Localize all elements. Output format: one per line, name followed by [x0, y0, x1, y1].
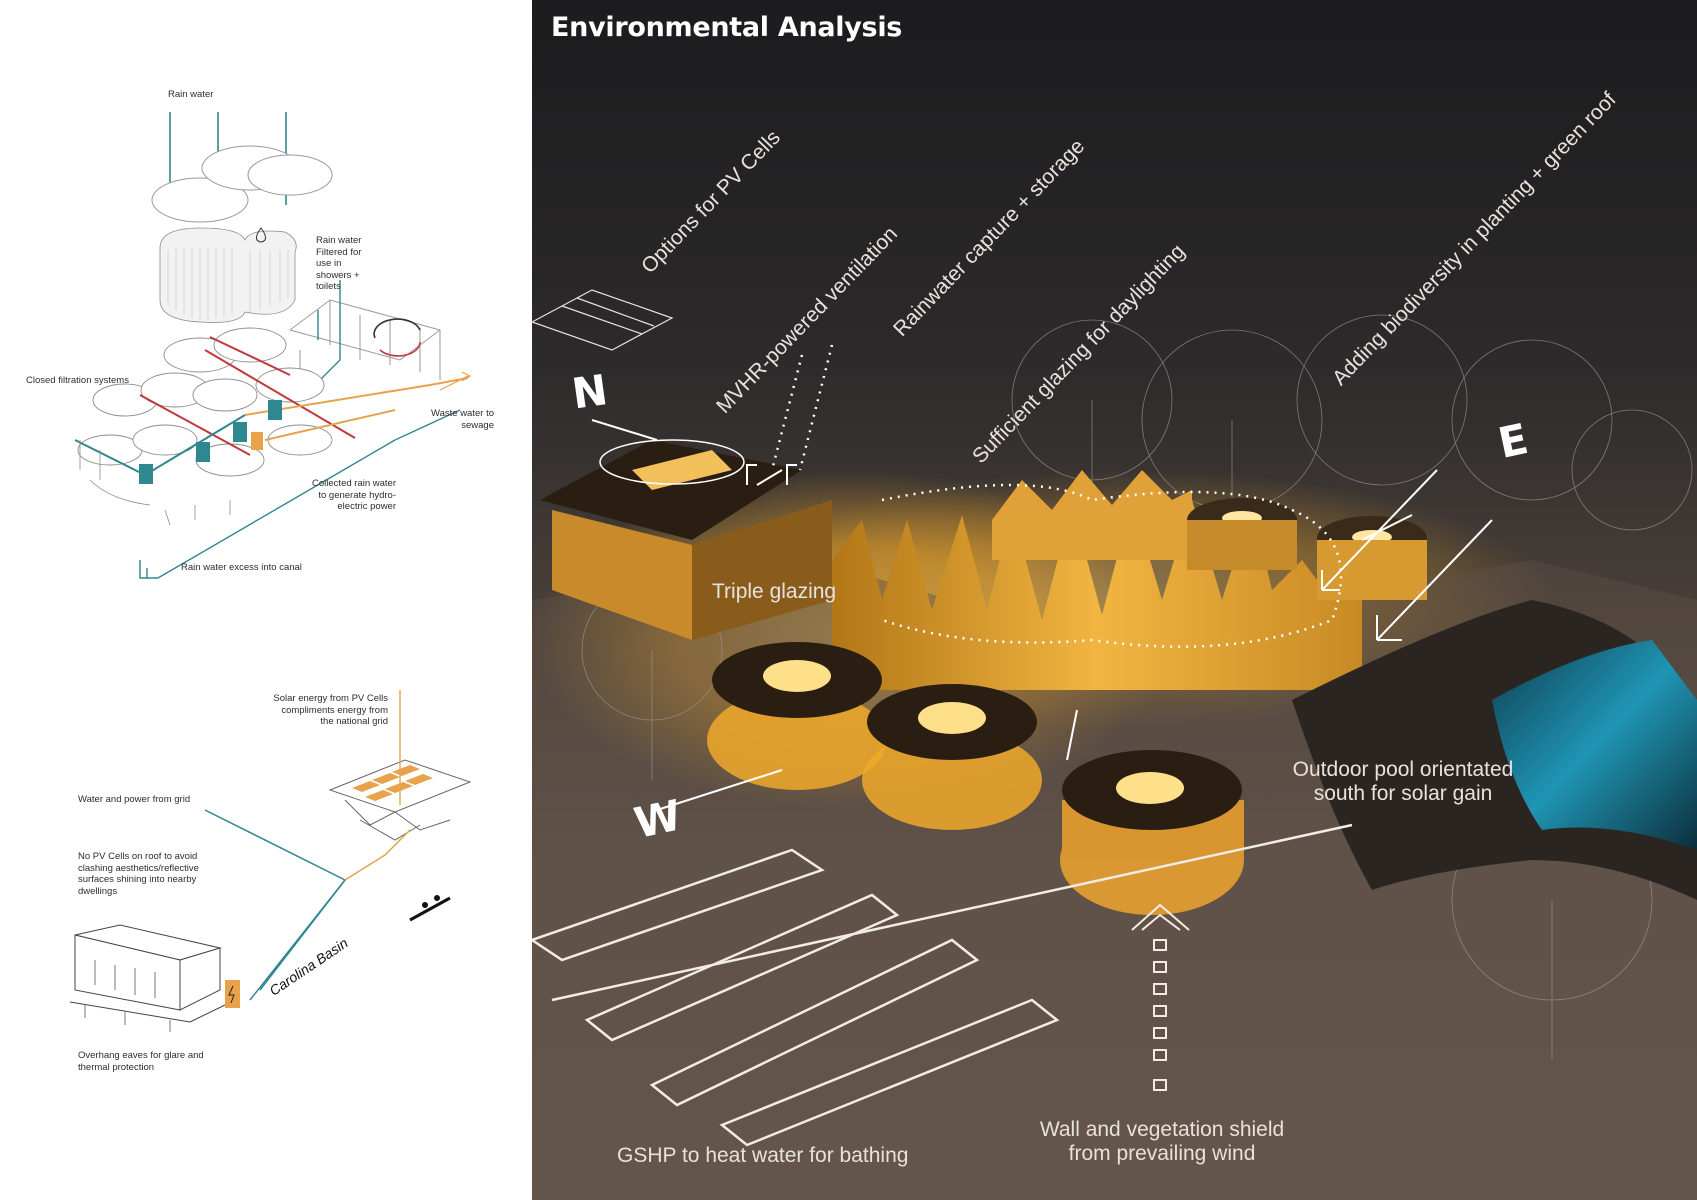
label-no-pv: No PV Cells on roof to avoid clashing ae…	[78, 851, 199, 897]
front-pods	[707, 642, 1244, 915]
building-left	[540, 440, 832, 640]
isometric-water-diagram	[69, 112, 472, 1032]
folded-wall	[832, 470, 1362, 690]
label-water-power-grid: Water and power from grid	[78, 794, 191, 805]
label-rain-water: Rain water	[168, 89, 214, 100]
label-wall-shield: Wall and vegetation shield from prevaili…	[1039, 1118, 1285, 1165]
label-outdoor-pool: Outdoor pool orientated south for solar …	[1292, 758, 1514, 805]
label-overhang: Overhang eaves for glare and thermal pro…	[78, 1050, 204, 1073]
compass-north: N	[569, 365, 611, 419]
pods	[1187, 498, 1427, 600]
gshp-loops	[532, 823, 1353, 1147]
label-rain-filtered: Rain water Filtered for use in showers +…	[316, 235, 362, 292]
label-rain-excess: Rain water excess into canal	[181, 562, 302, 573]
label-collected-rain: Collected rain water to generate hydro- …	[312, 478, 396, 512]
label-solar-energy: Solar energy from PV Cells compliments e…	[273, 693, 388, 727]
drop-boxes	[139, 400, 282, 484]
wind-arrow	[1131, 903, 1190, 1091]
outdoor-pool	[1292, 600, 1697, 900]
compass-west: W	[630, 790, 686, 848]
label-closed-filtration: Closed filtration systems	[26, 375, 129, 386]
power-box	[225, 980, 240, 1008]
right-model-panel: Environmental Analysis Options for PV Ce…	[532, 0, 1697, 1200]
model-render	[532, 289, 1697, 1200]
label-gshp: GSHP to heat water for bathing	[617, 1144, 909, 1167]
left-diagram-panel: Rain water Rain water Filtered for use i…	[0, 0, 532, 1200]
page-title: Environmental Analysis	[551, 12, 903, 43]
label-triple-glazing: Triple glazing	[712, 580, 837, 603]
label-waste-water: Waste water to sewage	[430, 408, 494, 431]
